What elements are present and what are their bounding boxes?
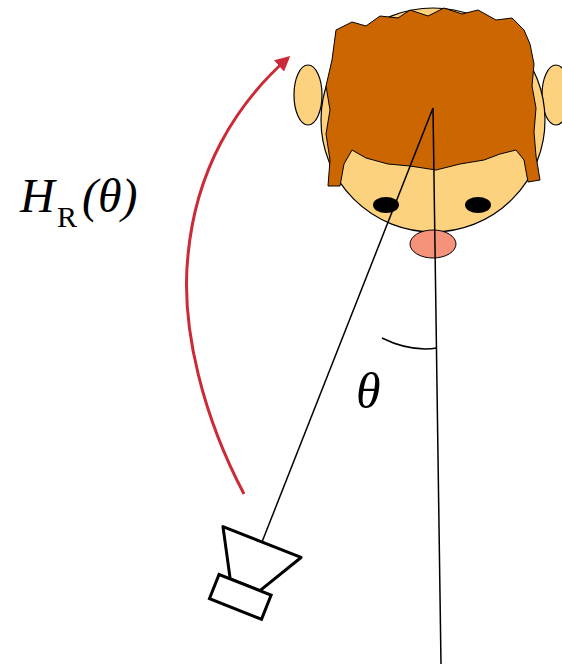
eye [465, 197, 491, 213]
source-line [262, 108, 433, 542]
nose [410, 230, 456, 258]
median-line [433, 108, 441, 664]
transfer-symbol: H [20, 172, 55, 220]
transfer-subscript: R [57, 202, 77, 232]
left-ear [294, 65, 322, 125]
transfer-argument: (θ) [82, 172, 138, 220]
angle-arc [382, 338, 437, 349]
loudspeaker [196, 527, 301, 625]
angle-label: θ [356, 366, 381, 416]
transfer-arrow [187, 58, 288, 494]
